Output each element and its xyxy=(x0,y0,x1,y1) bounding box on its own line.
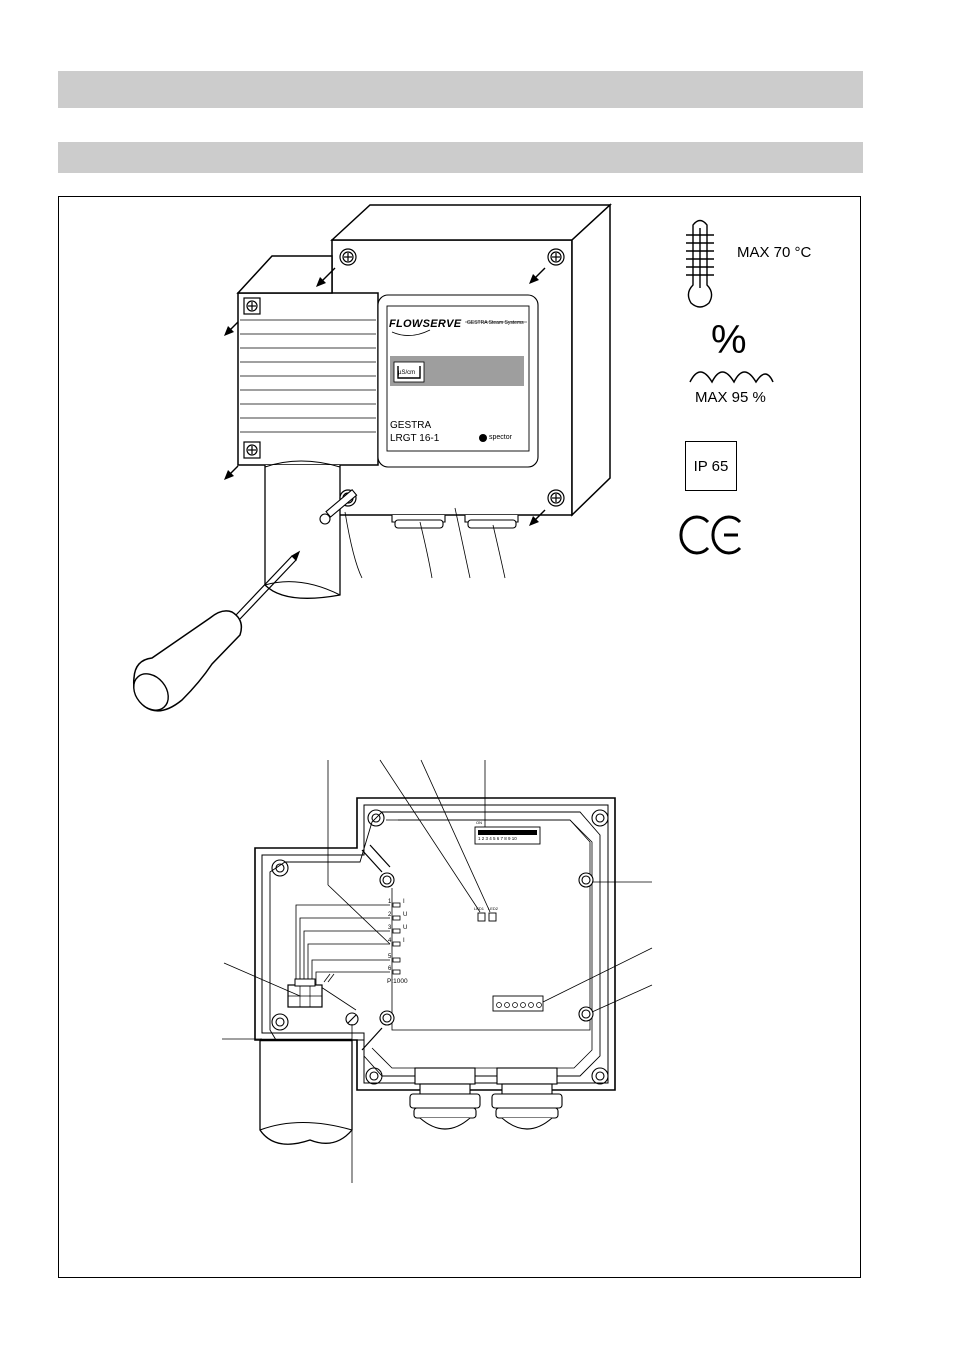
led1-label: LED1 xyxy=(474,906,485,911)
open-housing-terminal-view xyxy=(222,759,653,1183)
device-name-line1: GESTRA xyxy=(390,420,432,431)
screw-icon xyxy=(243,441,261,459)
terminal-3-number: 3 xyxy=(388,925,392,931)
brand-subtitle: GESTRA Steam Systems xyxy=(467,320,524,326)
screw-icon xyxy=(547,489,565,507)
ce-mark-icon xyxy=(679,515,742,555)
maker-logo-text: spector xyxy=(489,434,512,441)
terminal-2-number: 2 xyxy=(388,912,392,918)
header-bar-section xyxy=(58,142,863,173)
terminal-3-signal: U xyxy=(403,925,408,931)
terminal-6-number: 6 xyxy=(388,966,392,972)
figure-frame xyxy=(58,196,861,1278)
screw-icon xyxy=(243,297,261,315)
screwdriver-icon xyxy=(132,550,301,712)
humidity-percent-symbol: % xyxy=(711,318,747,362)
led2-label: LED2 xyxy=(488,906,499,911)
terminal-2-signal: U xyxy=(403,912,408,918)
dip-switch-numbers: 1 2 3 4 5 6 7 8 9 10 xyxy=(478,836,517,841)
terminal-5-number: 5 xyxy=(388,954,392,960)
terminal-4-signal: I xyxy=(403,938,405,944)
max-humidity-label: MAX 95 % xyxy=(695,389,766,406)
ip-rating-label: IP 65 xyxy=(693,457,729,475)
terminal-1-signal: I xyxy=(403,899,405,905)
header-bar-top xyxy=(58,71,863,108)
thermometer-icon xyxy=(686,219,714,308)
transmitter-housing xyxy=(224,203,612,599)
screw-icon xyxy=(547,248,565,266)
max-temperature-label: MAX 70 °C xyxy=(737,244,812,261)
brand-logo-text: FLOWSERVE xyxy=(389,318,462,330)
parameter-code: P:1000 xyxy=(387,978,408,985)
humidity-icon xyxy=(689,371,774,384)
dip-switch-on-label: ON xyxy=(476,820,482,825)
display-unit: µS/cm xyxy=(398,370,416,376)
screw-icon xyxy=(339,248,357,266)
terminal-4-number: 4 xyxy=(388,938,392,944)
terminal-1-number: 1 xyxy=(388,899,392,905)
ip-rating-box: IP 65 xyxy=(685,441,737,491)
arrow-icon xyxy=(224,267,546,526)
device-model: LRGT 16-1 xyxy=(390,433,440,444)
